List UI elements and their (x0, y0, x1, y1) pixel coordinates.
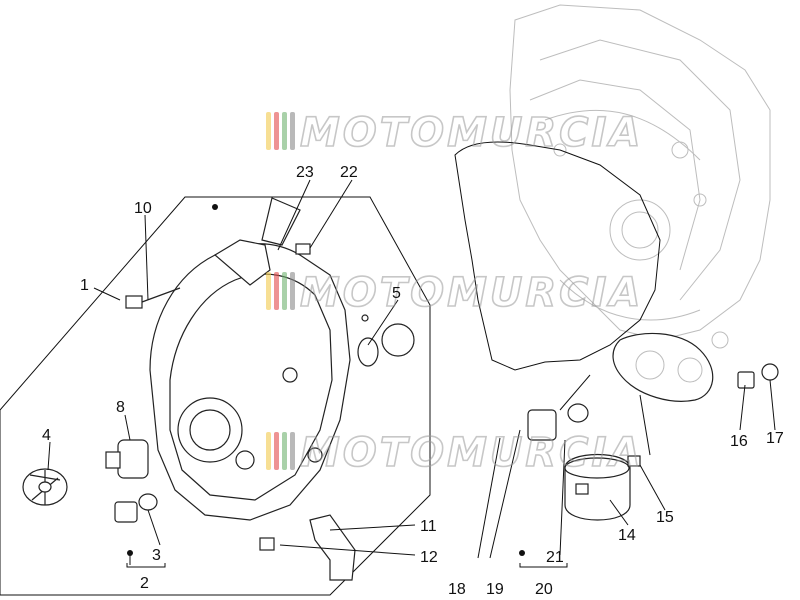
callout-21: 21 (546, 549, 564, 566)
callout-1: 1 (80, 277, 89, 294)
callout-3: 3 (152, 547, 161, 564)
callout-23: 23 (296, 164, 314, 181)
callout-18: 18 (448, 581, 466, 598)
bracket-23 (261, 197, 311, 255)
crankcase-sketch (509, 4, 771, 402)
callout-2: 2 (140, 575, 149, 592)
sensor (737, 363, 779, 389)
callouts: 1 2 3 4 5 8 10 11 12 14 15 16 17 18 19 2… (42, 164, 784, 598)
callout-22: 22 (340, 164, 358, 181)
callout-19: 19 (486, 581, 504, 598)
callout-12: 12 (420, 549, 438, 566)
watermark-text: MOTOMURCIA (300, 110, 643, 156)
leader-lines (47, 179, 776, 568)
pointer-dot (519, 550, 525, 556)
oil-filter (564, 454, 641, 521)
callout-10: 10 (134, 200, 152, 217)
pointer-dot (127, 550, 133, 556)
bracket-11 (259, 514, 356, 581)
callout-16: 16 (730, 433, 748, 450)
bearing (357, 314, 415, 367)
filter (527, 403, 589, 441)
watermark-text: MOTOMURCIA (300, 270, 643, 316)
watermark-top: MOTOMURCIA (266, 109, 643, 157)
watermark-text: MOTOMURCIA (300, 430, 643, 476)
cover-gasket (454, 141, 661, 371)
callout-5: 5 (392, 285, 401, 302)
callout-11: 11 (420, 518, 437, 535)
impeller (22, 468, 68, 506)
callout-14: 14 (618, 527, 636, 544)
watermark-bottom: MOTOMURCIA (266, 429, 643, 477)
callout-20: 20 (535, 581, 553, 598)
callout-8: 8 (116, 399, 125, 416)
watermark-middle: MOTOMURCIA (266, 269, 643, 317)
callout-15: 15 (656, 509, 674, 526)
callout-4: 4 (42, 427, 51, 444)
callout-17: 17 (766, 430, 784, 447)
drain-plug (114, 493, 158, 523)
pointer-dot (212, 204, 218, 210)
assembly-outline (0, 196, 431, 596)
pump-shaft (105, 439, 149, 479)
